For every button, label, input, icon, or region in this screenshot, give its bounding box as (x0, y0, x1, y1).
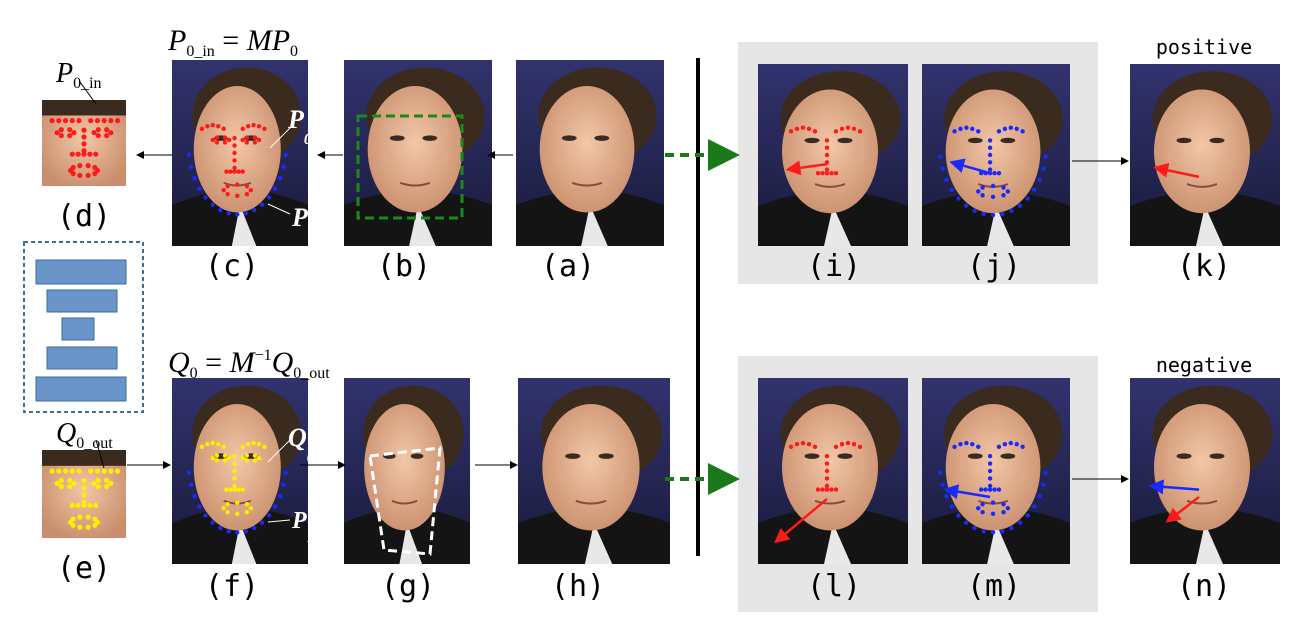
photo-f (172, 378, 308, 564)
label-p1-bottom: P1 (291, 508, 315, 546)
pose-vector-blue (1148, 479, 1200, 495)
photo-i (758, 64, 908, 246)
pose-vector-red (1165, 496, 1200, 523)
caption-d: (d) (57, 199, 111, 234)
caption-f: (f) (205, 569, 259, 604)
pose-vector-red (774, 497, 828, 544)
pose-vector-blue (949, 158, 991, 175)
photo-c (172, 60, 308, 246)
network-layer-4 (46, 346, 118, 370)
photo-m (922, 378, 1070, 564)
label-p0-in: P0_in (55, 58, 102, 92)
pose-vector-red (785, 160, 828, 176)
p1-pointer-top (267, 203, 291, 215)
photo-g (344, 378, 470, 564)
caption-i: (i) (807, 249, 861, 284)
p1-pointer-bottom (267, 519, 291, 523)
label-q0-out: Q0_out (56, 418, 113, 452)
label-negative: negative (1156, 353, 1252, 377)
caption-b: (b) (377, 249, 431, 284)
label-p1-top: P1 (291, 203, 316, 244)
q0-pointer (267, 439, 291, 463)
label-p0: P0 (287, 105, 312, 148)
photo-a (516, 60, 664, 246)
pose-vector-blue (943, 484, 991, 500)
photo-l (758, 378, 908, 564)
photo-h (518, 378, 670, 564)
caption-c: (c) (205, 249, 259, 284)
crop-box (356, 114, 464, 220)
caption-l: (l) (807, 569, 861, 604)
top-formula: P0_in = MP0 (167, 24, 298, 60)
photo-k (1130, 64, 1280, 246)
label-positive: positive (1156, 35, 1252, 59)
p0-pointer (269, 123, 295, 149)
photo-e (42, 450, 126, 538)
network-diagram (23, 241, 144, 413)
label-q0: Q0 (288, 423, 315, 466)
p0-in-pointer (79, 81, 97, 105)
flow-arrows (127, 139, 1129, 495)
caption-e: (e) (57, 551, 111, 586)
photo-b (344, 60, 492, 246)
caption-n: (n) (1177, 569, 1231, 604)
caption-g: (g) (381, 569, 435, 604)
bottom-formula: Q0 = M−1Q0_out (168, 346, 330, 382)
caption-m: (m) (967, 569, 1021, 604)
network-layer-1 (35, 259, 127, 285)
caption-j: (j) (967, 249, 1021, 284)
photo-j (922, 64, 1070, 246)
caption-a: (a) (541, 249, 595, 284)
network-layer-5 (35, 376, 127, 402)
photo-d (42, 100, 126, 186)
face-region-box (368, 446, 442, 556)
caption-h: (h) (551, 569, 605, 604)
network-layer-3 (61, 317, 95, 341)
q0-out-pointer (95, 439, 105, 469)
photo-n (1130, 378, 1280, 564)
caption-k: (k) (1177, 249, 1231, 284)
pose-vector-red (1153, 162, 1200, 179)
network-layer-2 (46, 289, 118, 313)
